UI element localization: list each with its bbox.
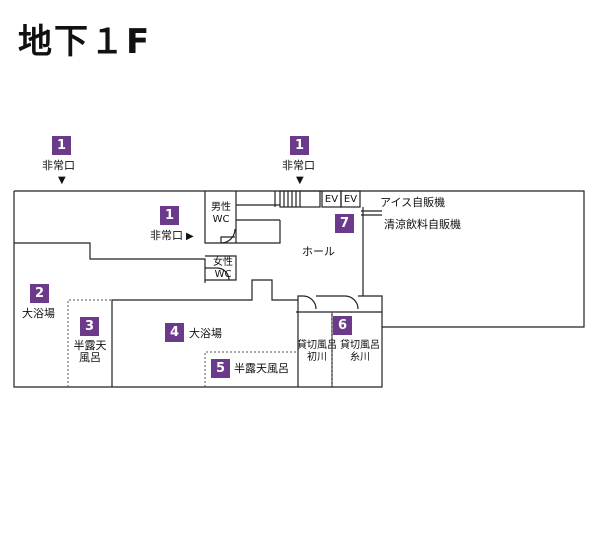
private-bath-hatsukawa-line1: 貸切風呂 (297, 340, 337, 351)
exit-label-top: 非常口 (282, 159, 315, 172)
boundary-half-openair-5 (204, 351, 298, 387)
area-4-label: 大浴場 (189, 327, 222, 340)
ice-vending-label: アイス自販機 (380, 196, 446, 209)
area-badge-4: 4 (165, 323, 184, 342)
elevator-2 (340, 190, 361, 208)
womens-wc-line1: 女性 (213, 257, 233, 268)
exit-badge-left: 1 (52, 136, 71, 155)
area-badge-3: 3 (80, 317, 99, 336)
area-badge-2: 2 (30, 284, 49, 303)
area-3-label: 半露天 風呂 (68, 340, 112, 364)
wall-private-baths (297, 295, 303, 387)
elevator-2-label: EV (343, 194, 358, 205)
wall-left-room (14, 242, 206, 283)
exit-badge-top: 1 (290, 136, 309, 155)
womens-wc-line2: WC (214, 269, 232, 280)
mens-wc-line2: WC (212, 214, 230, 225)
area-badge-6: 6 (333, 316, 352, 335)
floor-title: 地下１F (18, 22, 152, 62)
hall-label: ホール (302, 245, 335, 258)
exit-label-inner: 非常口 (150, 229, 183, 242)
drink-vending-label: 清涼飲料自販機 (384, 218, 461, 231)
wall-womens-wc (205, 255, 237, 281)
elevator-1-label: EV (324, 194, 339, 205)
wall-bath2-bath4 (111, 279, 298, 387)
area-badge-7: 7 (335, 214, 354, 233)
area-3-line2: 風呂 (79, 351, 101, 364)
mens-wc-line1: 男性 (211, 202, 231, 213)
area-badge-5: 5 (211, 359, 230, 378)
area-5-label: 半露天風呂 (234, 362, 289, 375)
womens-wc-label: 女性 WC (210, 257, 236, 281)
private-bath-hatsukawa-label: 貸切風呂 初川 (295, 340, 339, 364)
wall-mens-wc (204, 191, 236, 244)
boundary-half-openair-3 (67, 299, 112, 387)
exit-arrow-right-icon: ▶ (186, 231, 194, 242)
private-bath-hatsukawa-line2: 初川 (307, 352, 327, 363)
exit-label-left: 非常口 (42, 159, 75, 172)
mens-wc-label: 男性 WC (208, 202, 234, 226)
exit-arrow-down-icon: ▼ (58, 175, 66, 186)
area-3-line1: 半露天 (73, 339, 107, 352)
area-2-label: 大浴場 (22, 307, 55, 320)
private-bath-itokawa-line2: 糸川 (350, 352, 370, 363)
exit-badge-inner: 1 (160, 206, 179, 225)
private-bath-itokawa-label: 貸切風呂 糸川 (337, 340, 383, 364)
exit-arrow-down-icon: ▼ (296, 175, 304, 186)
private-bath-itokawa-line1: 貸切風呂 (340, 340, 380, 351)
